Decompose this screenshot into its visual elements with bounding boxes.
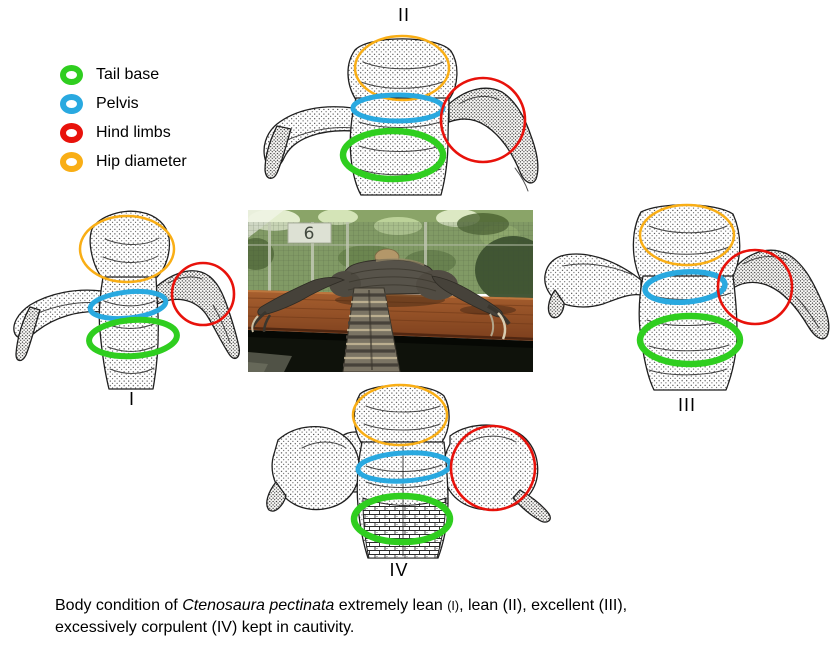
cage-post: [311, 222, 314, 294]
cage-post: [424, 222, 427, 294]
cage-sign: [287, 222, 332, 244]
hip-diameter-annotation: [78, 214, 176, 284]
figure-I: I: [8, 205, 248, 409]
tail-base-annotation: [86, 316, 180, 360]
photo-iguana-in-cage: 6: [238, 209, 551, 373]
cage-post: [268, 222, 271, 294]
legend-item-pelvis: Pelvis: [60, 89, 187, 118]
tail-base-annotation: [339, 127, 447, 183]
hip-diameter-annotation: [353, 34, 451, 102]
pelvis-annotation: [642, 269, 728, 305]
pelvis-ellipse-icon: [60, 93, 83, 114]
cage-post: [346, 222, 349, 294]
photo-canvas: 6: [238, 209, 551, 373]
figure-II-label: II: [397, 5, 410, 25]
hip-diameter-ellipse-icon: [60, 151, 83, 172]
tail-base-ellipse-icon: [60, 64, 83, 85]
figure-IV: IV: [262, 378, 557, 580]
tail-base-annotation: [350, 492, 454, 546]
legend: Tail base Pelvis Hind limbs Hip diameter: [60, 60, 187, 176]
hip-diameter-annotation: [638, 203, 736, 267]
figure-III: III: [543, 200, 830, 415]
hind-limbs-ellipse-icon: [60, 122, 83, 143]
caption-segment: (I): [447, 599, 460, 613]
iguana-left-leg: [257, 277, 346, 316]
tail-base-annotation: [636, 312, 744, 368]
hind-limbs-annotation: [716, 248, 794, 326]
legend-label: Hip diameter: [96, 152, 187, 170]
figure-I-label: I: [128, 389, 135, 409]
figure-II: II: [263, 5, 558, 196]
hind-limbs-annotation: [170, 261, 236, 327]
figure-IV-label: IV: [389, 560, 409, 580]
caption-segment: extremely lean: [334, 597, 448, 614]
iguana-stipple-art-II: [263, 38, 539, 196]
legend-label: Hind limbs: [96, 123, 171, 141]
caption-segment: Body condition of: [55, 597, 183, 614]
wooden-plank: [248, 290, 533, 341]
legend-item-hind-limbs: Hind limbs: [60, 118, 187, 147]
figure-III-drawing: [544, 203, 830, 391]
figure-II-drawing: [263, 34, 539, 196]
cage-sign-number: 6: [304, 224, 315, 244]
hip-diameter-annotation: [351, 383, 449, 447]
caption-segment: Ctenosaura pectinata: [182, 597, 335, 614]
legend-label: Pelvis: [96, 94, 139, 112]
legend-item-tail-base: Tail base: [60, 60, 187, 89]
hind-limbs-annotation: [449, 424, 537, 512]
caption-segment: excessively corpulent (IV) kept in cauti…: [55, 619, 355, 636]
iguana-stipple-art-IV: [266, 384, 551, 559]
legend-label: Tail base: [96, 65, 160, 83]
caption-segment: , lean (II), excellent (III),: [459, 597, 628, 614]
figure-I-drawing: [13, 210, 241, 390]
figure-caption: Body condition of Ctenosaura pectinata e…: [55, 595, 803, 638]
legend-item-hip-diameter: Hip diameter: [60, 147, 187, 176]
hind-limbs-annotation: [439, 76, 527, 164]
figure-III-label: III: [677, 395, 696, 415]
figure-IV-drawing: [266, 383, 551, 559]
iguana-stipple-art-I: [13, 210, 241, 390]
